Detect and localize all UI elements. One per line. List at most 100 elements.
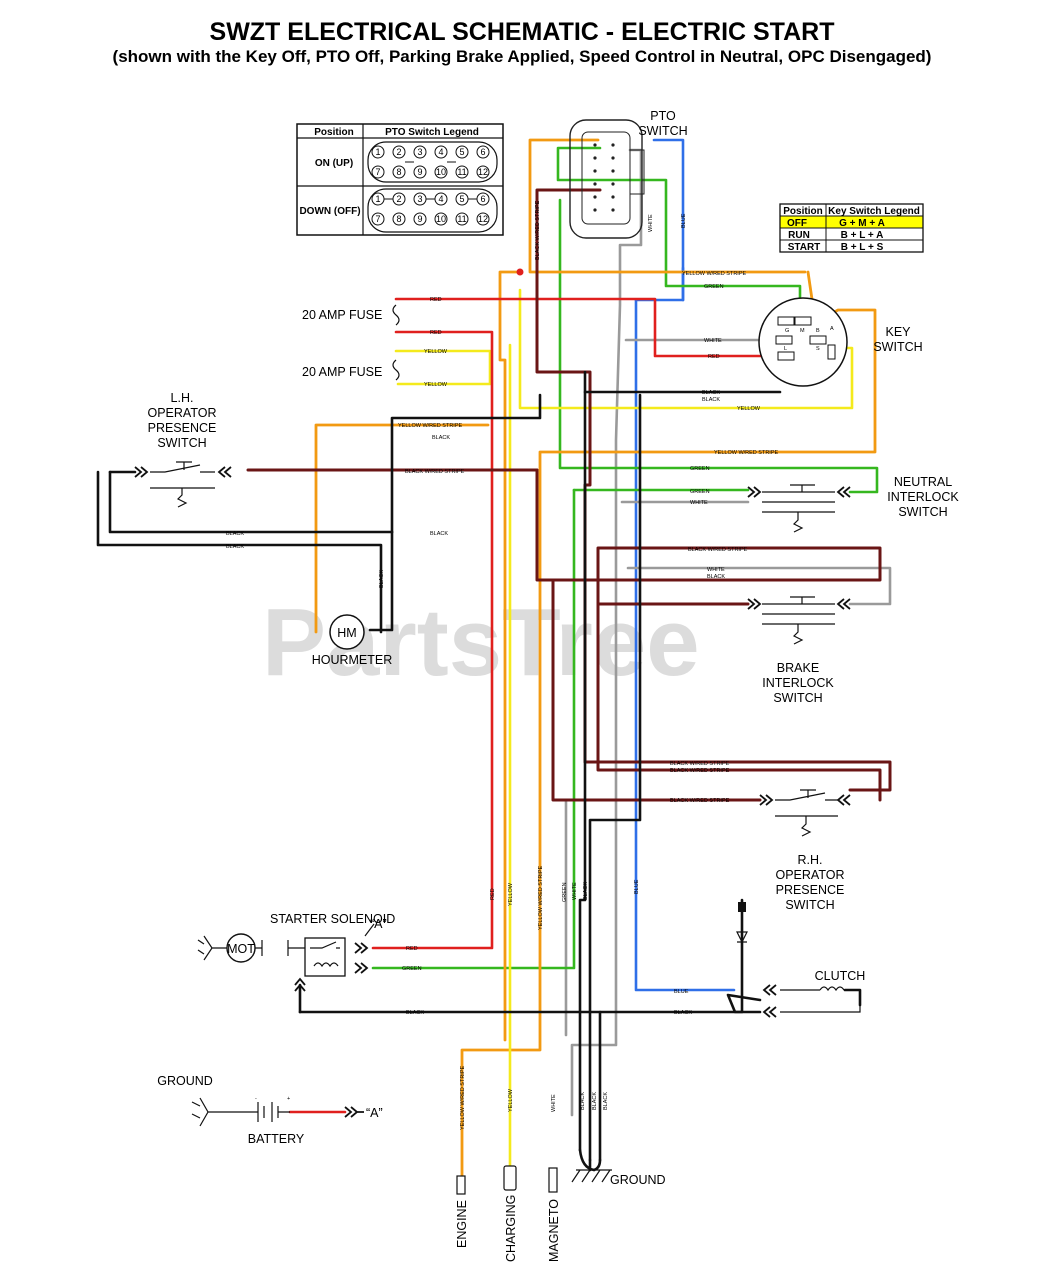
key-terminal-b: B bbox=[816, 328, 820, 334]
key-legend-off-contacts: G + M + A bbox=[839, 218, 885, 229]
pto-legend-terminal bbox=[413, 165, 427, 179]
wire-label-yellow-v1: YELLOW bbox=[508, 882, 514, 906]
wire-label-yrs-2: YELLOW W/RED STRIPE bbox=[682, 271, 747, 277]
wire-label-yellow-1: YELLOW bbox=[424, 349, 448, 355]
battery-label: BATTERY bbox=[248, 1132, 305, 1146]
hourmeter-symbol-text: HM bbox=[337, 626, 356, 640]
pto-legend-terminal bbox=[392, 145, 406, 159]
pto-legend-terminal-number: 6 bbox=[480, 147, 485, 157]
pto-legend-col-position: Position bbox=[314, 127, 353, 138]
pto-legend-terminal bbox=[434, 145, 448, 159]
clutch bbox=[736, 902, 861, 1018]
brake-l1: BRAKE bbox=[777, 661, 819, 675]
hourmeter-label: HOURMETER bbox=[312, 653, 393, 667]
page-title: SWZT ELECTRICAL SCHEMATIC - ELECTRIC STA… bbox=[210, 18, 835, 46]
pto-legend-terminal-number: 11 bbox=[457, 167, 466, 177]
pto-switch-contact bbox=[611, 208, 615, 212]
key-legend-run-contacts: B + L + A bbox=[841, 230, 884, 241]
lh-opc-l4: SWITCH bbox=[157, 436, 206, 450]
key-terminal-m: M bbox=[800, 328, 805, 334]
wire-label-black-v1: BLACK bbox=[379, 570, 385, 588]
rh-opc-l1: R.H. bbox=[798, 853, 823, 867]
fuse-1-label: 20 AMP FUSE bbox=[302, 308, 382, 322]
wire-label-white-v2: WHITE bbox=[572, 882, 578, 900]
pto-switch-contact bbox=[593, 182, 597, 186]
pto-switch-contact bbox=[611, 156, 615, 160]
motor-symbol-text: MOT bbox=[227, 942, 255, 956]
wire-label-brs-3: BLACK W/RED STRIPE bbox=[670, 761, 730, 767]
magneto-label: MAGNETO bbox=[547, 1199, 561, 1262]
wire-label-white-3: WHITE bbox=[707, 567, 725, 573]
pto-legend-terminal bbox=[476, 145, 490, 159]
wire-label-white-v3: WHITE bbox=[551, 1094, 557, 1112]
wire-label-white-2: WHITE bbox=[690, 500, 708, 506]
wire-label-black-5: BLACK bbox=[702, 390, 720, 396]
wire-label-black-v5: BLACK bbox=[603, 1092, 609, 1110]
fuse-1-symbol bbox=[392, 304, 400, 326]
pto-legend-terminal bbox=[434, 165, 448, 179]
battery-minus: - bbox=[255, 1096, 257, 1102]
wire-label-green-4: GREEN bbox=[402, 966, 422, 972]
wire-label-green-3: GREEN bbox=[690, 489, 710, 495]
pto-legend-terminal-number: 9 bbox=[417, 167, 422, 177]
key-switch-legend: Position Key Switch Legend OFF G + M + A… bbox=[779, 203, 924, 253]
pto-legend-terminal-number: 10 bbox=[436, 214, 446, 224]
pto-switch-contact bbox=[593, 169, 597, 173]
pto-legend-terminal-number: 5 bbox=[459, 147, 464, 157]
pto-legend-terminal-number: 10 bbox=[436, 167, 446, 177]
wire-label-yrs-1: YELLOW W/RED STRIPE bbox=[398, 423, 463, 429]
pto-switch-contact bbox=[593, 208, 597, 212]
key-terminal-l: L bbox=[784, 346, 787, 352]
pto-legend-terminal bbox=[392, 212, 406, 226]
wires bbox=[96, 138, 892, 1182]
wire-label-black-2: BLACK bbox=[226, 531, 244, 537]
pto-switch-contact bbox=[611, 143, 615, 147]
wire-label-yellow-3: YELLOW bbox=[737, 406, 761, 412]
wire-label-white-1: WHITE bbox=[704, 338, 722, 344]
wire-label-red-4: RED bbox=[406, 946, 418, 952]
page-subtitle: (shown with the Key Off, PTO Off, Parkin… bbox=[113, 47, 932, 66]
key-switch-label-l1: KEY bbox=[885, 325, 911, 339]
engine-label: ENGINE bbox=[455, 1200, 469, 1248]
wire-labels: RED RED YELLOW YELLOW YELLOW W/RED STRIP… bbox=[226, 200, 779, 1130]
wire-label-brs-5: BLACK W/RED STRIPE bbox=[670, 798, 730, 804]
wire-label-yrs-3: YELLOW W/RED STRIPE bbox=[714, 450, 779, 456]
pto-legend-terminal-number: 8 bbox=[396, 167, 401, 177]
pto-legend-terminal-number: 11 bbox=[457, 214, 466, 224]
key-legend-col-position: Position bbox=[783, 206, 822, 217]
wire-label-green-v1: GREEN bbox=[562, 882, 568, 902]
wire-label-brs-v1: BLACK W/RED STRIPE bbox=[535, 200, 541, 260]
wire-label-black-v3: BLACK bbox=[580, 1092, 586, 1110]
wire-label-yrs-v1: YELLOW W/RED STRIPE bbox=[538, 865, 544, 930]
hourmeter: HM bbox=[329, 614, 365, 650]
starter-solenoid bbox=[294, 923, 375, 992]
wire-label-brs-4: BLACK W/RED STRIPE bbox=[670, 768, 730, 774]
wire-label-red-1: RED bbox=[430, 297, 442, 303]
rh-opc-l3: PRESENCE bbox=[776, 883, 845, 897]
pto-legend-terminal bbox=[413, 212, 427, 226]
pto-switch-contact bbox=[611, 169, 615, 173]
starter-motor: MOT bbox=[197, 933, 305, 963]
pto-legend-terminal-number: 6 bbox=[480, 194, 485, 204]
wire-label-yellow-2: YELLOW bbox=[424, 382, 448, 388]
pto-legend-terminal bbox=[371, 165, 385, 179]
rh-opc-l4: SWITCH bbox=[785, 898, 834, 912]
key-legend-start: START bbox=[788, 242, 821, 253]
wire-label-brs-2: BLACK W/RED STRIPE bbox=[688, 547, 748, 553]
wire-label-black-v4: BLACK bbox=[592, 1092, 598, 1110]
rh-opc-l2: OPERATOR bbox=[776, 868, 845, 882]
wire-label-green-1: GREEN bbox=[704, 284, 724, 290]
neutral-l3: SWITCH bbox=[898, 505, 947, 519]
lh-opc-l1: L.H. bbox=[171, 391, 194, 405]
wire-label-black-8: BLACK bbox=[406, 1010, 424, 1016]
pto-legend-terminal-number: 3 bbox=[417, 147, 422, 157]
battery-a-ref: “A” bbox=[366, 1106, 383, 1120]
key-terminal-a: A bbox=[830, 326, 834, 332]
battery: - + bbox=[191, 1096, 364, 1127]
pto-legend-terminal-number: 4 bbox=[438, 147, 443, 157]
